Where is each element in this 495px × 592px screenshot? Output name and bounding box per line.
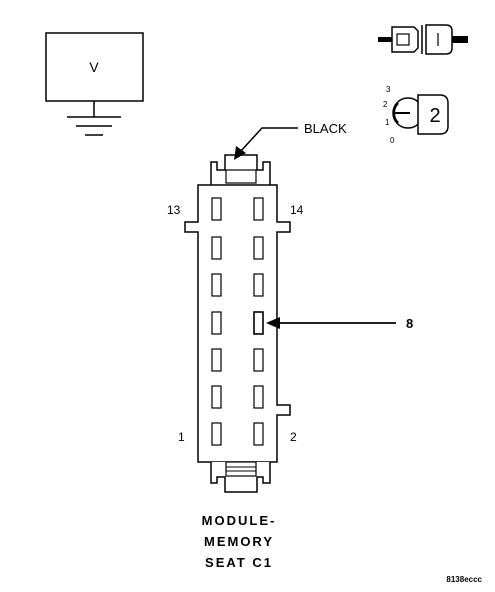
voltmeter-symbol: V [45, 32, 144, 136]
pin-cavity [211, 385, 222, 409]
pin-label-top-right: 14 [290, 203, 304, 217]
pin-cavity [211, 197, 222, 221]
title-line-2: MEMORY [204, 534, 274, 549]
selector-number: 2 [429, 105, 440, 127]
pin-cavity [253, 385, 264, 409]
pin-label-bottom-right: 2 [290, 430, 297, 444]
pin-cavity [211, 422, 222, 446]
pin-label-top-left: 13 [167, 203, 181, 217]
connector-color-label: BLACK [304, 121, 347, 136]
cavity-column-left [211, 197, 222, 446]
probe-terminal-icon [378, 24, 468, 55]
selector-scale-2: 2 [383, 100, 388, 109]
pin-cavity [253, 236, 264, 260]
pin-callout: 8 [266, 316, 413, 331]
color-callout: BLACK [234, 121, 347, 160]
pin-cavity [211, 348, 222, 372]
pin-cavity [211, 311, 222, 335]
pin-cavity [211, 236, 222, 260]
pin-cavity [253, 273, 264, 297]
selector-scale-1: 1 [385, 118, 390, 127]
cavity-column-right [253, 197, 264, 446]
pin-cavity [253, 348, 264, 372]
title-line-3: SEAT C1 [205, 555, 273, 570]
figure-code: 8138eccc [446, 575, 482, 584]
pin-cavities [211, 197, 264, 446]
pin-cavity [253, 197, 264, 221]
selector-scale-3: 3 [386, 85, 391, 94]
connector-title: MODULE- MEMORY SEAT C1 [202, 513, 277, 570]
title-line-1: MODULE- [202, 513, 277, 528]
pin-cavity [211, 273, 222, 297]
pin-cavity-highlighted [253, 311, 264, 335]
connector-c1 [184, 154, 291, 493]
pin-label-bottom-left: 1 [178, 430, 185, 444]
pin-cavity [253, 422, 264, 446]
meter-selector-icon: 3 2 1 0 2 [383, 85, 449, 145]
voltmeter-label: V [89, 59, 99, 75]
callout-pin-number: 8 [406, 316, 413, 331]
selector-scale-0: 0 [390, 136, 395, 145]
